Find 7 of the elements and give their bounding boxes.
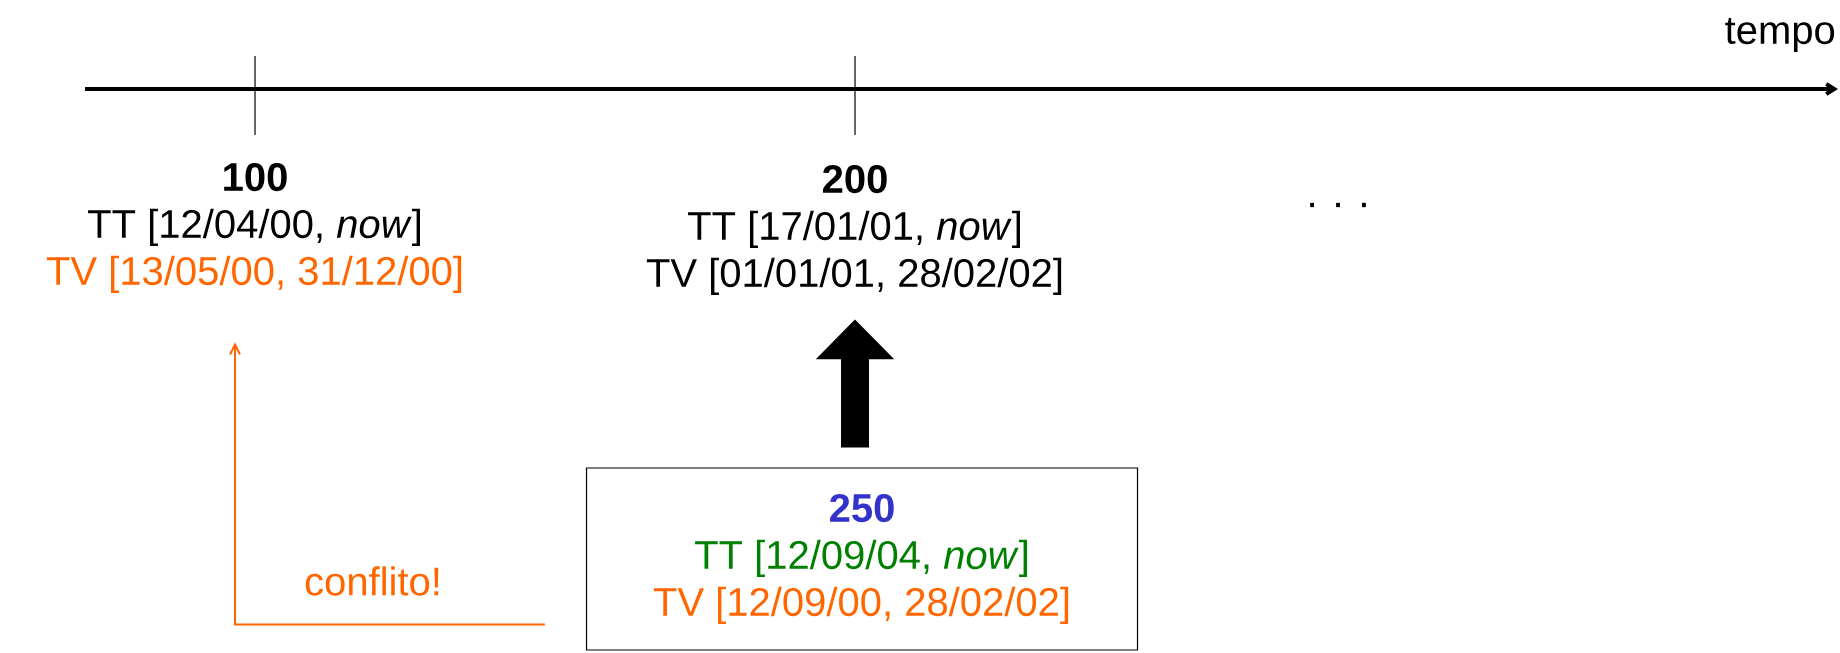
record-box: 250 TT [12/09/04, now] TV [12/09/00, 28/02/02] — [585, 467, 1139, 651]
axis-label: tempo — [1725, 17, 1835, 53]
timestamp-label: 200 TT [17/01/01, now] TV [01/01/01, 28/02/02] — [646, 164, 1062, 296]
edge-label: conflito! — [302, 564, 444, 598]
ellipsis: . . . — [1310, 202, 1366, 208]
timestamp-label: 100 TT [12/04/00, now] TV [13/05/00, 31/12/00] — [46, 162, 462, 294]
arrow — [229, 342, 546, 626]
